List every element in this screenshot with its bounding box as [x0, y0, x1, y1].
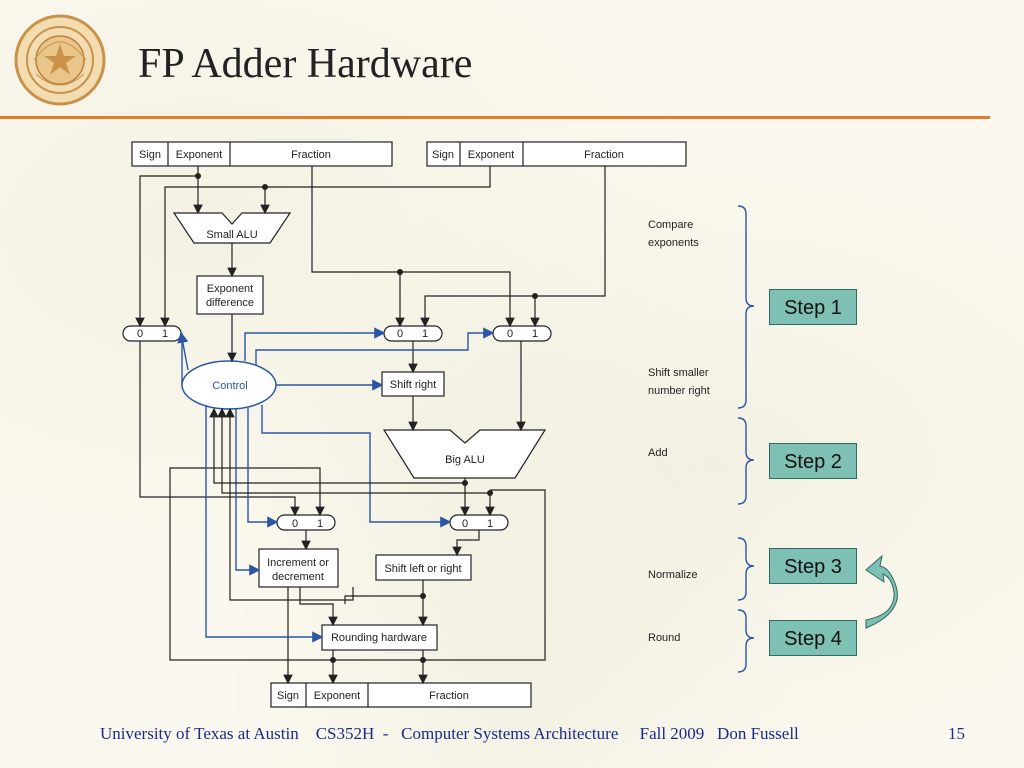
rounding-label: Rounding hardware	[331, 632, 427, 644]
university-seal-icon	[14, 14, 106, 106]
exp-diff-line1: Exponent	[207, 283, 253, 295]
step-brackets	[737, 205, 755, 673]
step-3-callout: Step 3	[769, 548, 857, 584]
out-sign: Sign	[277, 690, 299, 702]
inc-dec-line1: Increment or	[267, 557, 329, 569]
mux5-0: 0	[462, 518, 468, 530]
tl-fraction: Fraction	[291, 149, 331, 161]
tr-exponent: Exponent	[468, 149, 514, 161]
mux4-1: 1	[317, 518, 323, 530]
step-2-callout: Step 2	[769, 443, 857, 479]
mux3-0: 0	[507, 328, 513, 340]
mux4-0: 0	[292, 518, 298, 530]
mux3-1: 1	[532, 328, 538, 340]
stage-round: Round	[648, 632, 680, 644]
shift-right-label: Shift right	[390, 379, 436, 391]
tl-sign: Sign	[139, 149, 161, 161]
loop-back-arrow-icon	[865, 554, 898, 629]
big-alu-label: Big ALU	[445, 454, 485, 466]
stage-add: Add	[648, 447, 668, 459]
stage-normalize: Normalize	[648, 569, 698, 581]
stage-compare-2: exponents	[648, 237, 699, 249]
mux5-1: 1	[487, 518, 493, 530]
inc-dec-line2: decrement	[272, 571, 324, 583]
shift-lr-label: Shift left or right	[384, 563, 461, 575]
title-divider	[0, 116, 990, 119]
control-label: Control	[212, 380, 247, 392]
small-alu-label: Small ALU	[206, 229, 257, 241]
tl-exponent: Exponent	[176, 149, 222, 161]
out-fraction: Fraction	[429, 690, 469, 702]
mux1-0: 0	[137, 328, 143, 340]
exp-diff-line2: difference	[206, 297, 254, 309]
page-number: 15	[948, 724, 965, 743]
stage-shift-2: number right	[648, 385, 710, 397]
tr-sign: Sign	[432, 149, 454, 161]
mux1-1: 1	[162, 328, 168, 340]
step-1-callout: Step 1	[769, 289, 857, 325]
slide-footer: University of Texas at Austin CS352H - C…	[100, 724, 799, 743]
step-4-callout: Step 4	[769, 620, 857, 656]
stage-shift-1: Shift smaller	[648, 367, 709, 379]
junction-dots	[195, 173, 538, 663]
tr-fraction: Fraction	[584, 149, 624, 161]
mux2-0: 0	[397, 328, 403, 340]
slide-title: FP Adder Hardware	[138, 41, 473, 87]
stage-compare-1: Compare	[648, 219, 693, 231]
mux2-1: 1	[422, 328, 428, 340]
out-exponent: Exponent	[314, 690, 360, 702]
